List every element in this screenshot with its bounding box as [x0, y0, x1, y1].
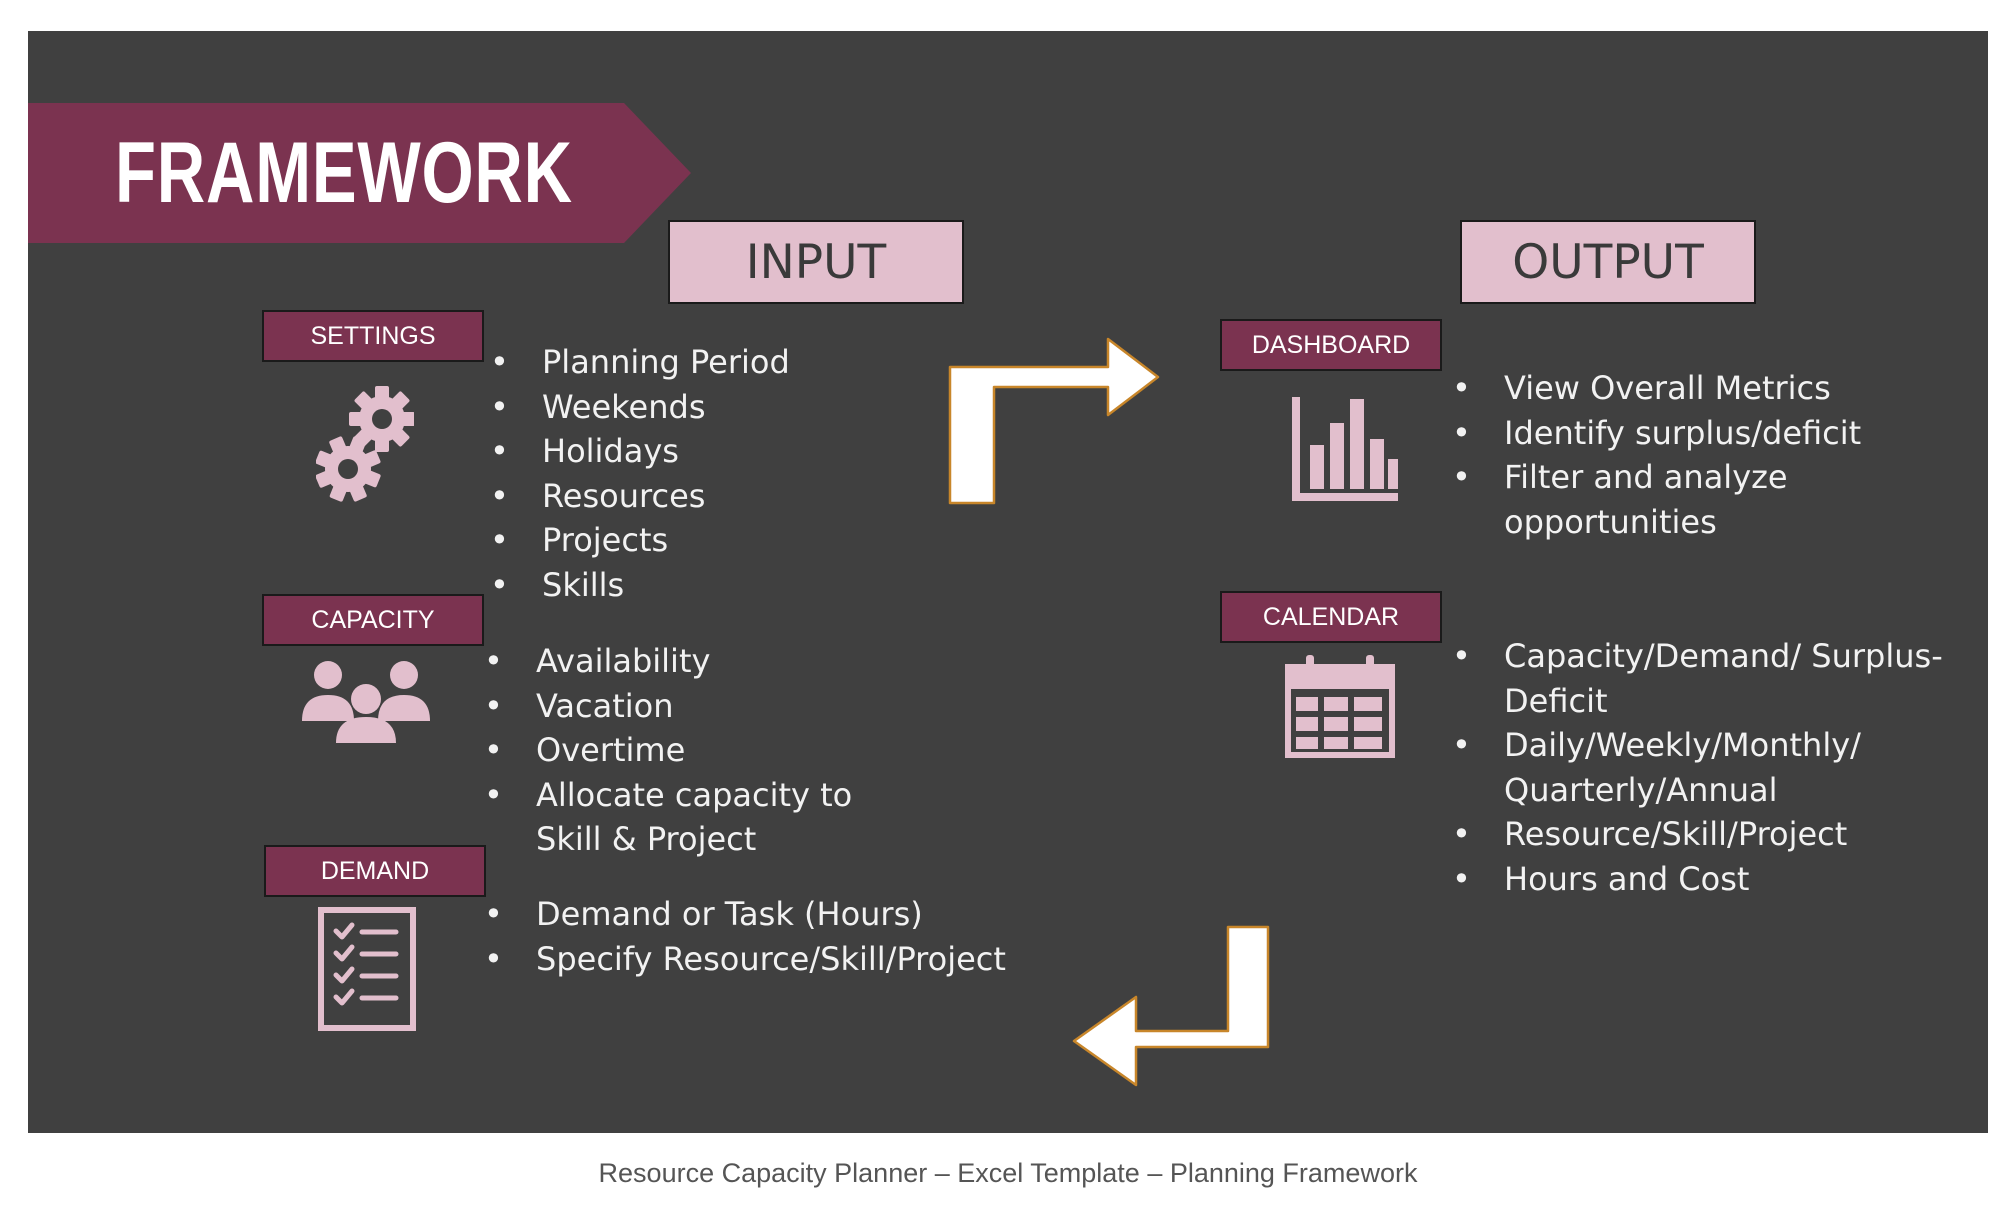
list-item: Holidays: [490, 429, 790, 474]
list-item: View Overall Metrics: [1452, 366, 1861, 411]
list-item: Allocate capacity to: [484, 773, 852, 818]
caption: Resource Capacity Planner – Excel Templa…: [598, 1158, 1418, 1188]
list-item: Demand or Task (Hours): [484, 892, 1006, 937]
capacity-list: Availability Vacation Overtime Allocate …: [484, 639, 852, 862]
list-item: Planning Period: [490, 340, 790, 385]
input-header: INPUT: [668, 220, 964, 304]
list-item: Projects: [490, 518, 790, 563]
list-item: Identify surplus/deficit: [1452, 411, 1861, 456]
list-item: Resources: [490, 474, 790, 519]
calendar-tag: CALENDAR: [1220, 591, 1442, 643]
checklist-icon: [318, 907, 416, 1031]
list-item: Filter and analyze: [1452, 455, 1861, 500]
list-item: Skills: [490, 563, 790, 608]
arrow-left-icon: [1072, 925, 1270, 1087]
list-item-continuation: Skill & Project: [536, 820, 757, 858]
bar-chart-icon: [1292, 397, 1398, 501]
calendar-list: Capacity/Demand/ Surplus- Deficit Daily/…: [1452, 634, 1943, 901]
list-item: Weekends: [490, 385, 790, 430]
settings-tag: SETTINGS: [262, 310, 484, 362]
list-item: Daily/Weekly/Monthly/: [1452, 723, 1943, 768]
list-item: Vacation: [484, 684, 852, 729]
list-item: Hours and Cost: [1452, 857, 1943, 902]
demand-tag: DEMAND: [264, 845, 486, 897]
arrow-right-icon: [948, 337, 1160, 505]
list-item-continuation: opportunities: [1504, 502, 1717, 541]
calendar-icon: [1285, 655, 1395, 758]
demand-list: Demand or Task (Hours) Specify Resource/…: [484, 892, 1006, 981]
dashboard-list: View Overall Metrics Identify surplus/de…: [1452, 366, 1861, 544]
framework-slide: FRAMEWORK INPUT OUTPUT SETTINGS Planni: [28, 31, 1988, 1133]
list-item: Capacity/Demand/ Surplus-: [1452, 634, 1943, 679]
gears-icon: [316, 386, 414, 502]
list-item: Availability: [484, 639, 852, 684]
list-item-continuation: Deficit: [1504, 681, 1608, 720]
list-item: Overtime: [484, 728, 852, 773]
capacity-tag: CAPACITY: [262, 594, 484, 646]
title-banner: [28, 103, 691, 243]
settings-list: Planning Period Weekends Holidays Resour…: [490, 340, 790, 607]
list-item-continuation: Quarterly/Annual: [1504, 770, 1778, 809]
dashboard-tag: DASHBOARD: [1220, 319, 1442, 371]
list-item: Resource/Skill/Project: [1452, 812, 1943, 857]
output-header: OUTPUT: [1460, 220, 1756, 304]
list-item: Specify Resource/Skill/Project: [484, 937, 1006, 982]
people-group-icon: [302, 661, 430, 743]
page-title: FRAMEWORK: [115, 125, 573, 221]
